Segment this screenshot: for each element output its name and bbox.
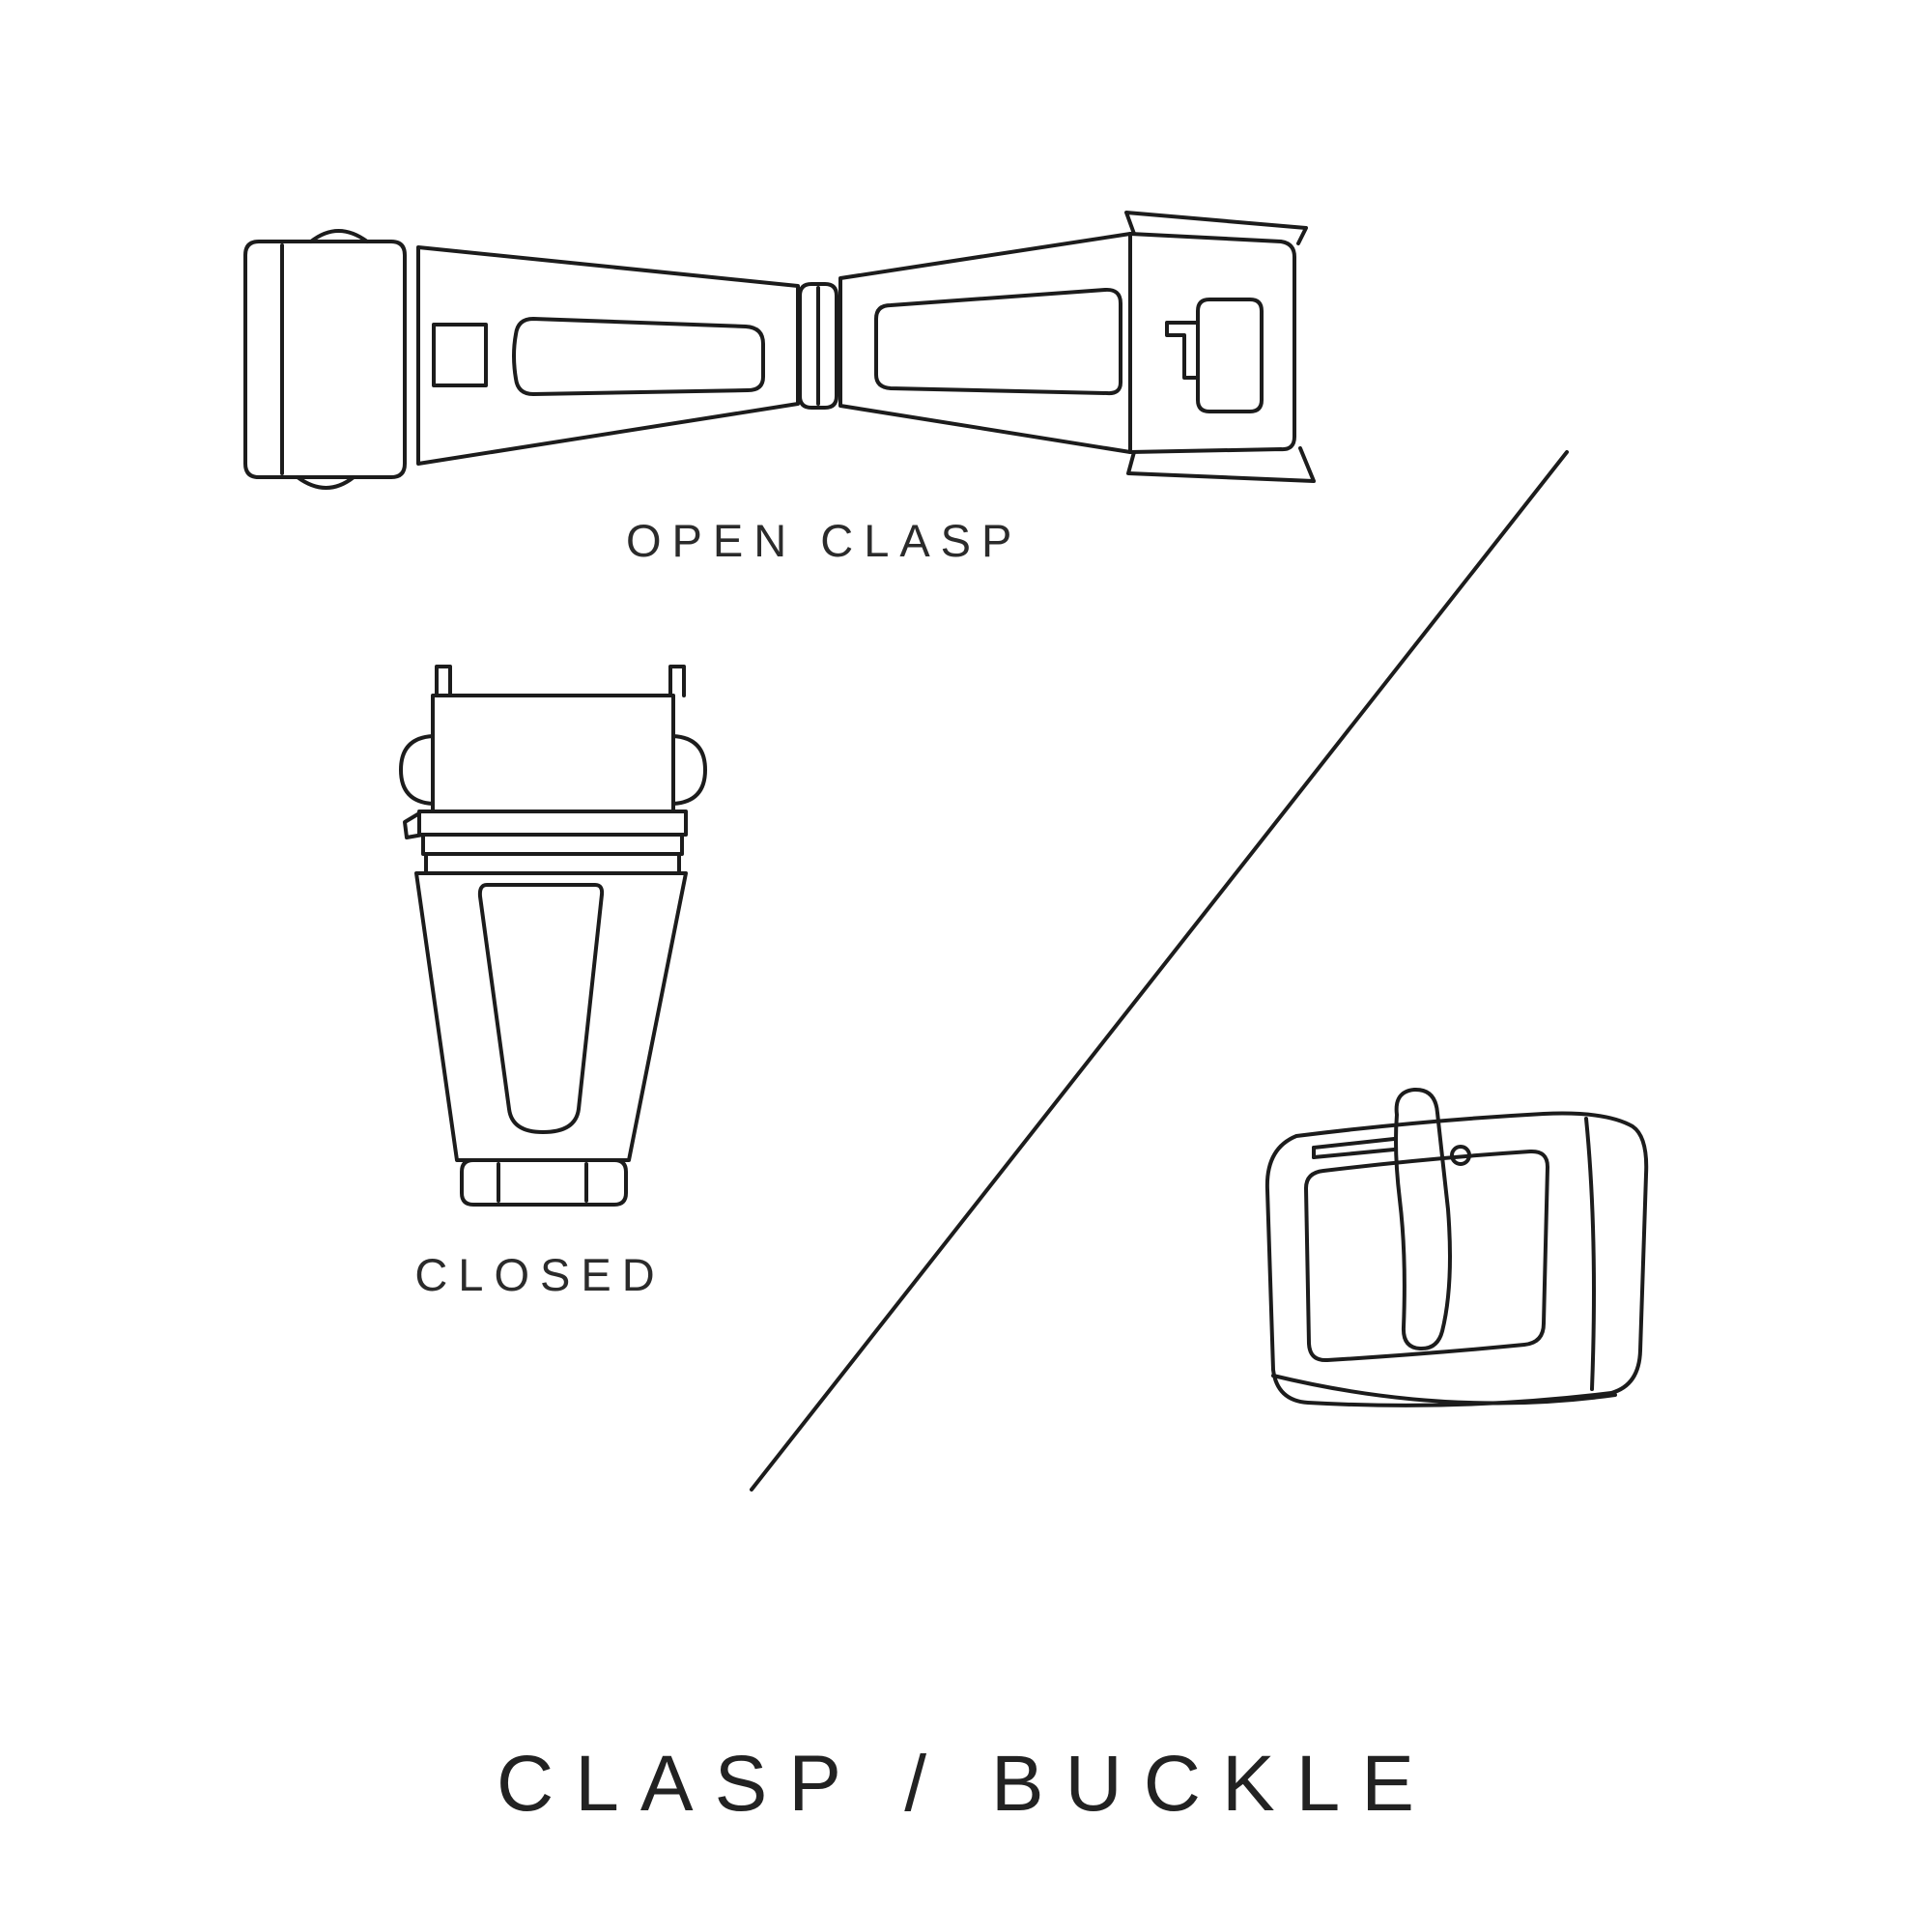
closed-clasp-illustration: [399, 665, 707, 1207]
open-clasp-illustration: [243, 211, 1316, 490]
tang-buckle-illustration: [1264, 1087, 1649, 1407]
closed-clasp-label: CLOSED: [414, 1249, 666, 1300]
diagonal-divider-line: [750, 450, 1569, 1492]
page-title: CLASP / BUCKLE: [497, 1740, 1435, 1828]
open-clasp-label: OPEN CLASP: [626, 515, 1023, 566]
